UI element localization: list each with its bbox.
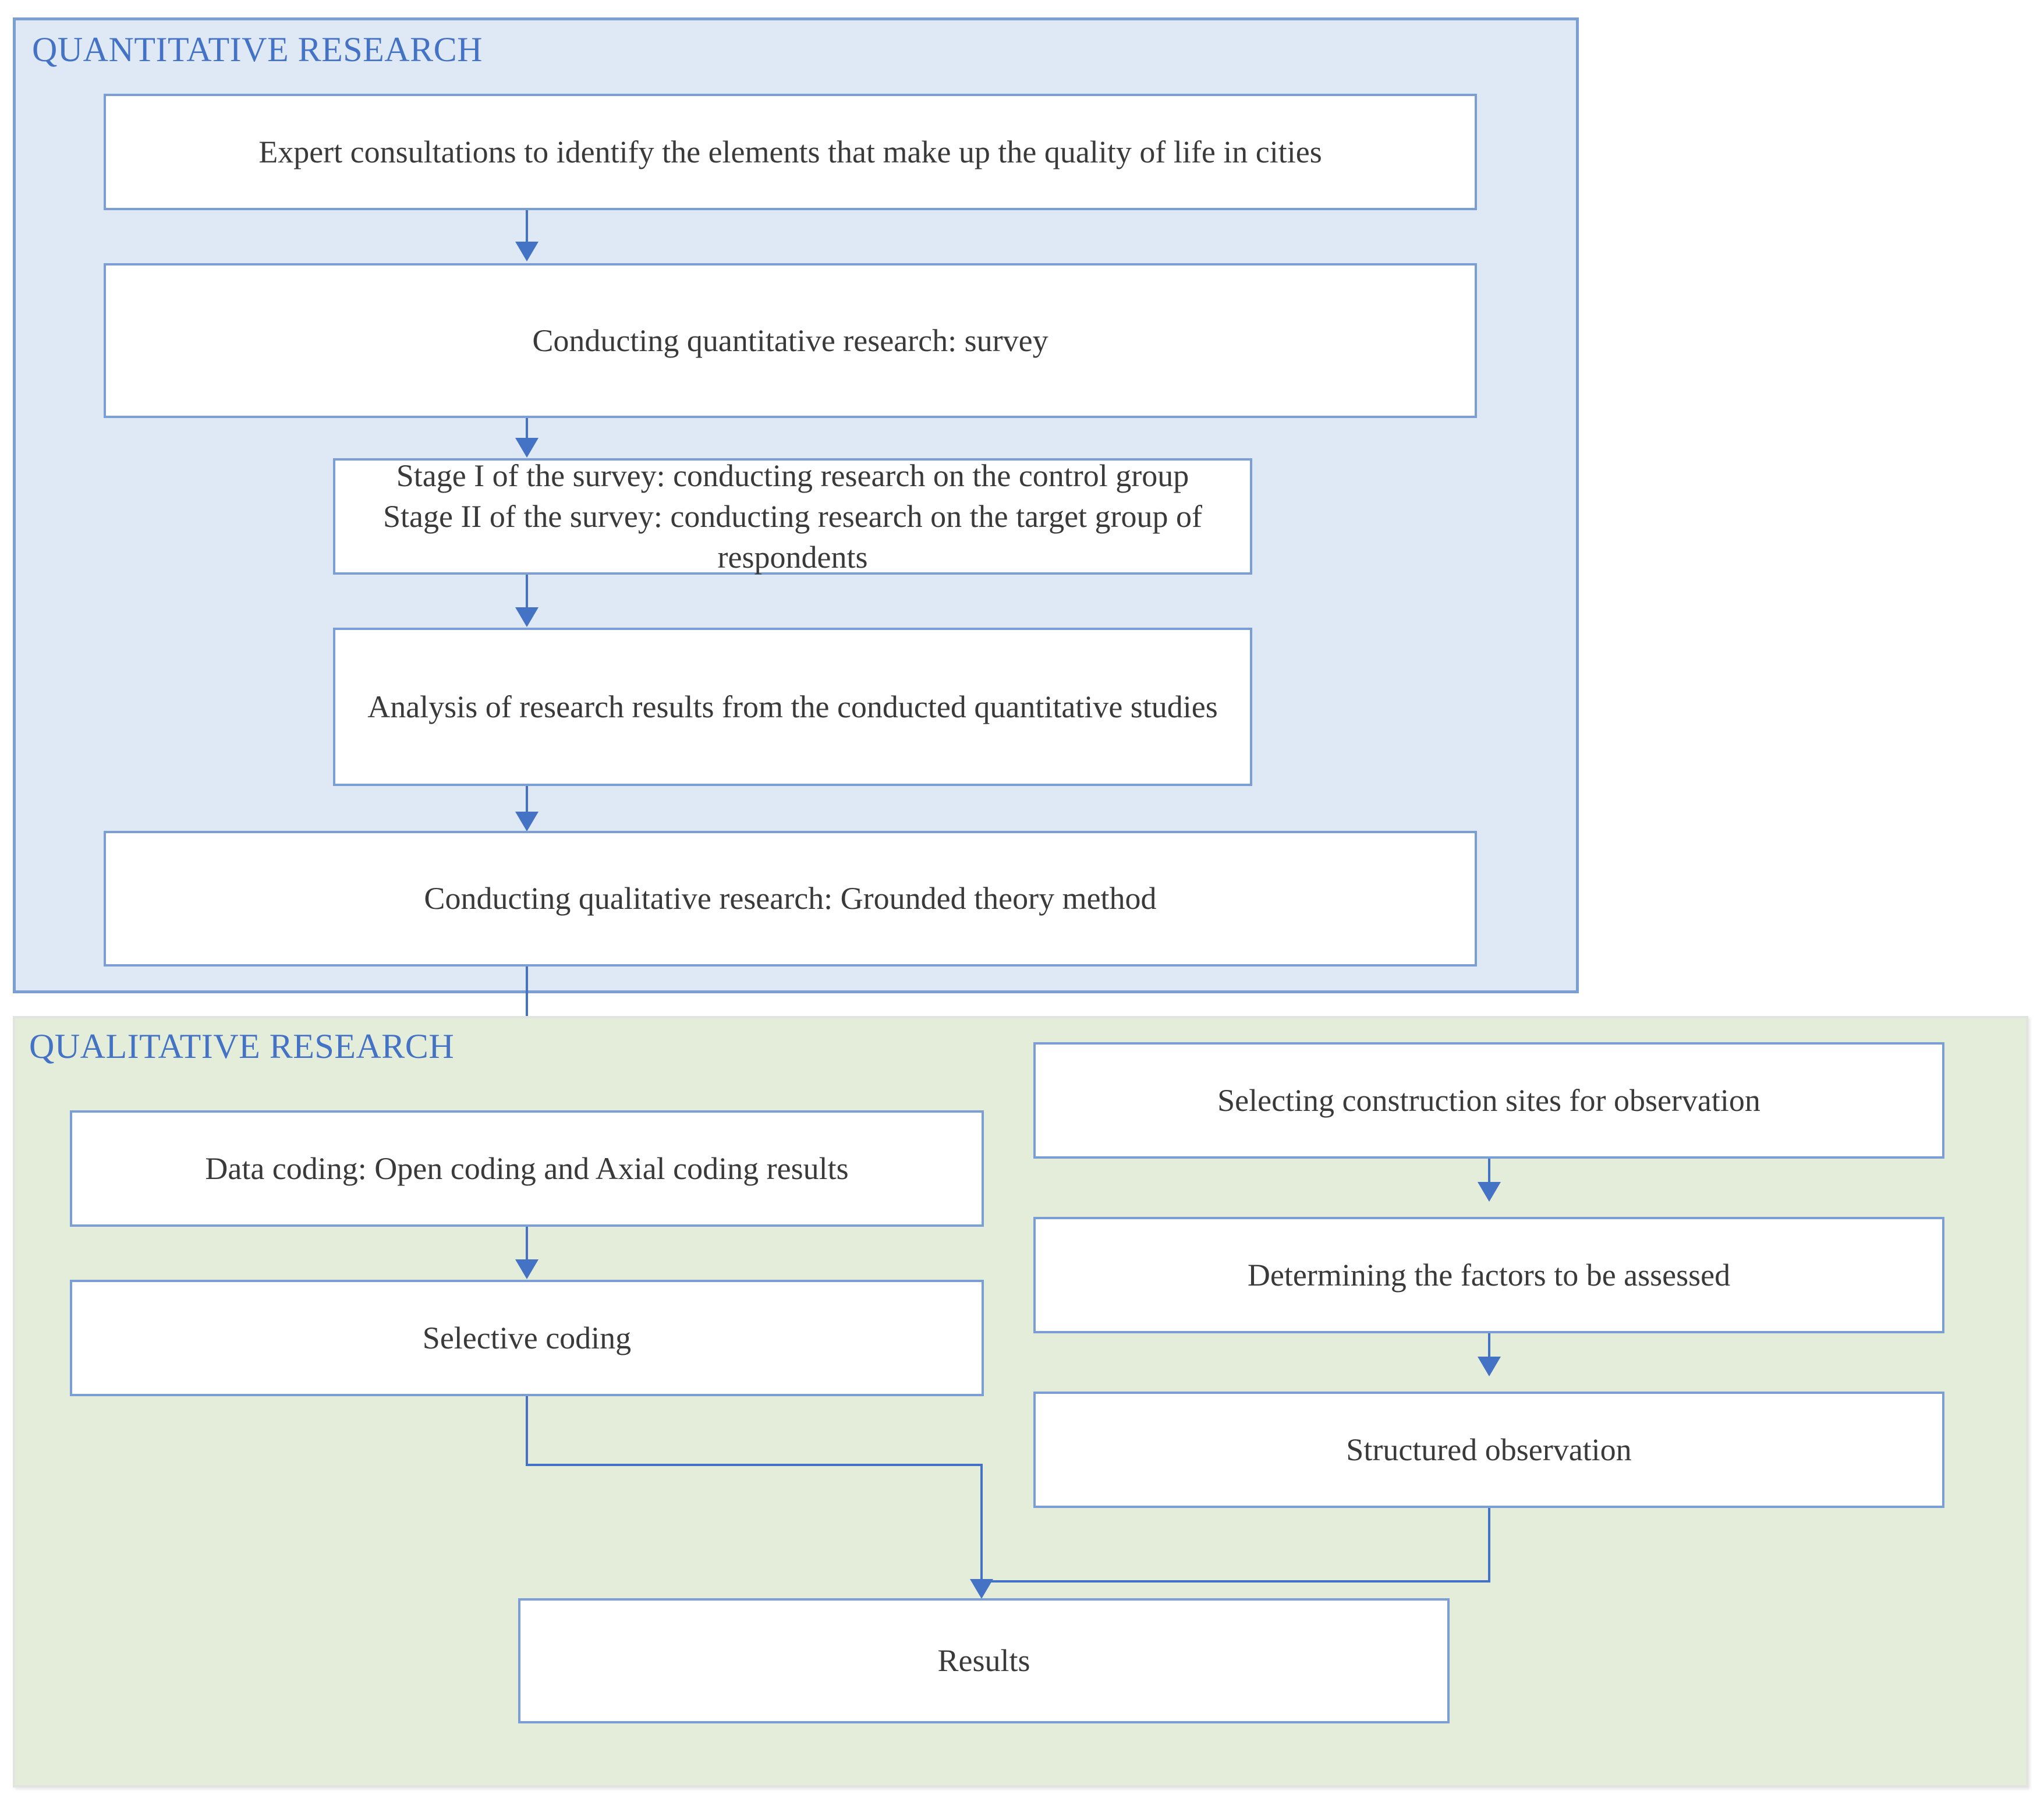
- node-expert-consultations-label: Expert consultations to identify the ele…: [258, 134, 1322, 169]
- connector-factors-to-observation: [1488, 1333, 1490, 1358]
- connector-expert-to-survey: [526, 210, 528, 243]
- connector-survey-to-stages: [526, 418, 528, 439]
- arrowhead-stages-to-analysis: [515, 607, 539, 627]
- node-grounded-theory-label: Conducting qualitative research: Grounde…: [424, 881, 1157, 916]
- panel-title-qualitative: QUALITATIVE RESEARCH: [29, 1027, 455, 1065]
- node-grounded-theory: Conducting qualitative research: Grounde…: [104, 831, 1477, 967]
- node-results-label: Results: [937, 1643, 1030, 1679]
- node-structured-observation-label: Structured observation: [1346, 1432, 1632, 1467]
- arrowhead-sites-to-factors: [1478, 1182, 1501, 1202]
- node-survey-stages-text: Stage I of the survey: conducting resear…: [350, 455, 1235, 578]
- connector-selective-to-results: [980, 1464, 983, 1596]
- node-quantitative-survey-label: Conducting quantitative research: survey: [532, 323, 1048, 358]
- node-survey-stages: Stage I of the survey: conducting resear…: [333, 458, 1252, 575]
- connector-observation-down: [1488, 1508, 1490, 1583]
- node-survey-stages-line1: Stage I of the survey: conducting resear…: [396, 458, 1189, 493]
- node-results: Results: [518, 1598, 1450, 1723]
- arrowhead-factors-to-observation: [1478, 1357, 1501, 1376]
- node-determining-factors: Determining the factors to be assessed: [1033, 1217, 1944, 1333]
- connector-datacoding-to-selective: [526, 1227, 528, 1261]
- connector-observation-left: [980, 1580, 1490, 1583]
- arrowhead-to-results: [970, 1579, 993, 1599]
- node-data-coding: Data coding: Open coding and Axial codin…: [70, 1110, 984, 1227]
- arrowhead-analysis-to-grounded: [515, 812, 539, 831]
- node-data-coding-label: Data coding: Open coding and Axial codin…: [205, 1150, 849, 1186]
- connector-stages-to-analysis: [526, 575, 528, 608]
- arrowhead-expert-to-survey: [515, 242, 539, 261]
- node-quantitative-survey: Conducting quantitative research: survey: [104, 263, 1477, 418]
- panel-title-quantitative: QUANTITATIVE RESEARCH: [32, 30, 483, 69]
- node-selecting-sites-label: Selecting construction sites for observa…: [1217, 1082, 1760, 1118]
- connector-sites-to-factors: [1488, 1159, 1490, 1183]
- node-analysis-results: Analysis of research results from the co…: [333, 628, 1252, 786]
- node-determining-factors-label: Determining the factors to be assessed: [1247, 1257, 1731, 1293]
- arrowhead-datacoding-to-selective: [515, 1259, 539, 1279]
- node-analysis-results-label: Analysis of research results from the co…: [367, 689, 1218, 724]
- node-selecting-sites: Selecting construction sites for observa…: [1033, 1042, 1944, 1159]
- node-structured-observation: Structured observation: [1033, 1392, 1944, 1508]
- arrowhead-survey-to-stages: [515, 438, 539, 458]
- node-survey-stages-line2: Stage II of the survey: conducting resea…: [382, 498, 1203, 575]
- node-selective-coding-label: Selective coding: [422, 1320, 632, 1355]
- node-selective-coding: Selective coding: [70, 1280, 984, 1396]
- connector-selective-right: [526, 1464, 983, 1466]
- node-expert-consultations: Expert consultations to identify the ele…: [104, 94, 1477, 210]
- connector-analysis-to-grounded: [526, 786, 528, 813]
- connector-selective-down: [526, 1396, 528, 1466]
